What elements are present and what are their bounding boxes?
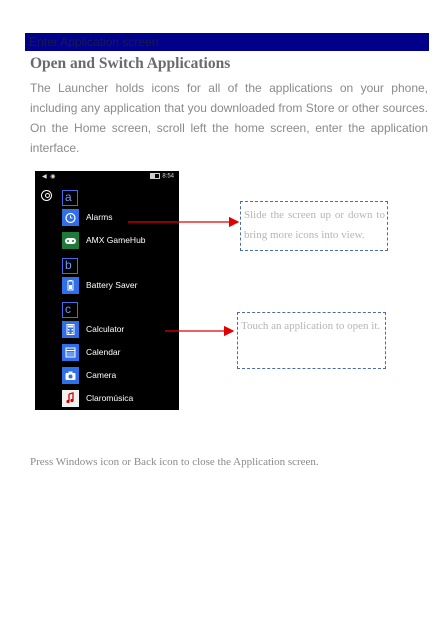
- intro-paragraph: The Launcher holds icons for all of the …: [30, 81, 428, 155]
- search-icon[interactable]: [41, 190, 52, 201]
- app-label: Alarms: [86, 212, 113, 222]
- battery-icon: [150, 173, 161, 179]
- camera-icon: [62, 367, 79, 384]
- calendar-icon: [62, 344, 79, 361]
- phone-screenshot: ◀ ◉ 8:54 a Alarms AMX GameHub b Battery …: [35, 171, 179, 410]
- status-time: 8:54: [162, 173, 174, 180]
- status-icons: ◀ ◉: [42, 174, 57, 180]
- app-label: Calendar: [86, 347, 121, 357]
- letter-tile-a[interactable]: a: [62, 190, 78, 206]
- app-label: Calculator: [86, 324, 125, 334]
- callout-scroll: Slide the screen up or down to bring mor…: [240, 201, 388, 251]
- section-header-bar: Enter Application screen: [25, 33, 429, 51]
- alarm-clock-icon: [62, 209, 79, 226]
- section-header-label: Enter Application screen: [29, 35, 159, 49]
- app-label: AMX GameHub: [86, 235, 146, 245]
- app-label: Camera: [86, 370, 117, 380]
- status-right: 8:54: [150, 173, 174, 180]
- letter-tile-b[interactable]: b: [62, 258, 78, 274]
- app-item-calendar[interactable]: Calendar: [62, 344, 179, 362]
- callout-touch: Touch an application to open it.: [237, 312, 386, 369]
- app-item-amx-gamehub[interactable]: AMX GameHub: [62, 232, 179, 250]
- app-item-calculator[interactable]: Calculator: [62, 321, 179, 339]
- callout-scroll-text: Slide the screen up or down to bring mor…: [244, 209, 385, 241]
- callout-touch-text: Touch an application to open it.: [241, 320, 381, 332]
- app-item-camera[interactable]: Camera: [62, 367, 179, 385]
- music-icon: [62, 390, 79, 407]
- calculator-icon: [62, 321, 79, 338]
- app-label: Battery Saver: [86, 280, 138, 290]
- battery-icon: [62, 277, 79, 294]
- section-title: Open and Switch Applications: [30, 55, 231, 72]
- status-bar: ◀ ◉ 8:54: [35, 171, 179, 183]
- letter-tile-c[interactable]: c: [62, 302, 78, 318]
- app-item-claromusica[interactable]: Claromúsica: [62, 390, 179, 408]
- app-label: Claromúsica: [86, 393, 134, 403]
- gamepad-icon: [62, 232, 79, 249]
- app-item-battery-saver[interactable]: Battery Saver: [62, 277, 179, 295]
- app-item-alarms[interactable]: Alarms: [62, 209, 179, 227]
- footer-instruction: Press Windows icon or Back icon to close…: [30, 456, 319, 468]
